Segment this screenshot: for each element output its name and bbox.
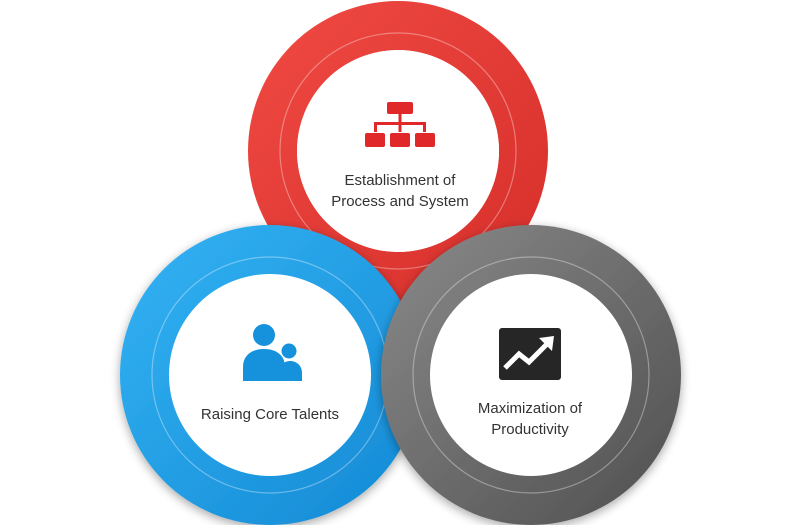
trend-chart-icon	[499, 328, 561, 380]
label-productivity: Maximization of Productivity	[477, 400, 583, 438]
label-core-talents: Raising Core Talents	[200, 406, 340, 423]
hierarchy-icon	[365, 102, 435, 147]
people-icon	[243, 324, 302, 381]
label-establishment: Establishment of Process and System	[331, 172, 469, 210]
red-ring-core	[297, 50, 499, 252]
